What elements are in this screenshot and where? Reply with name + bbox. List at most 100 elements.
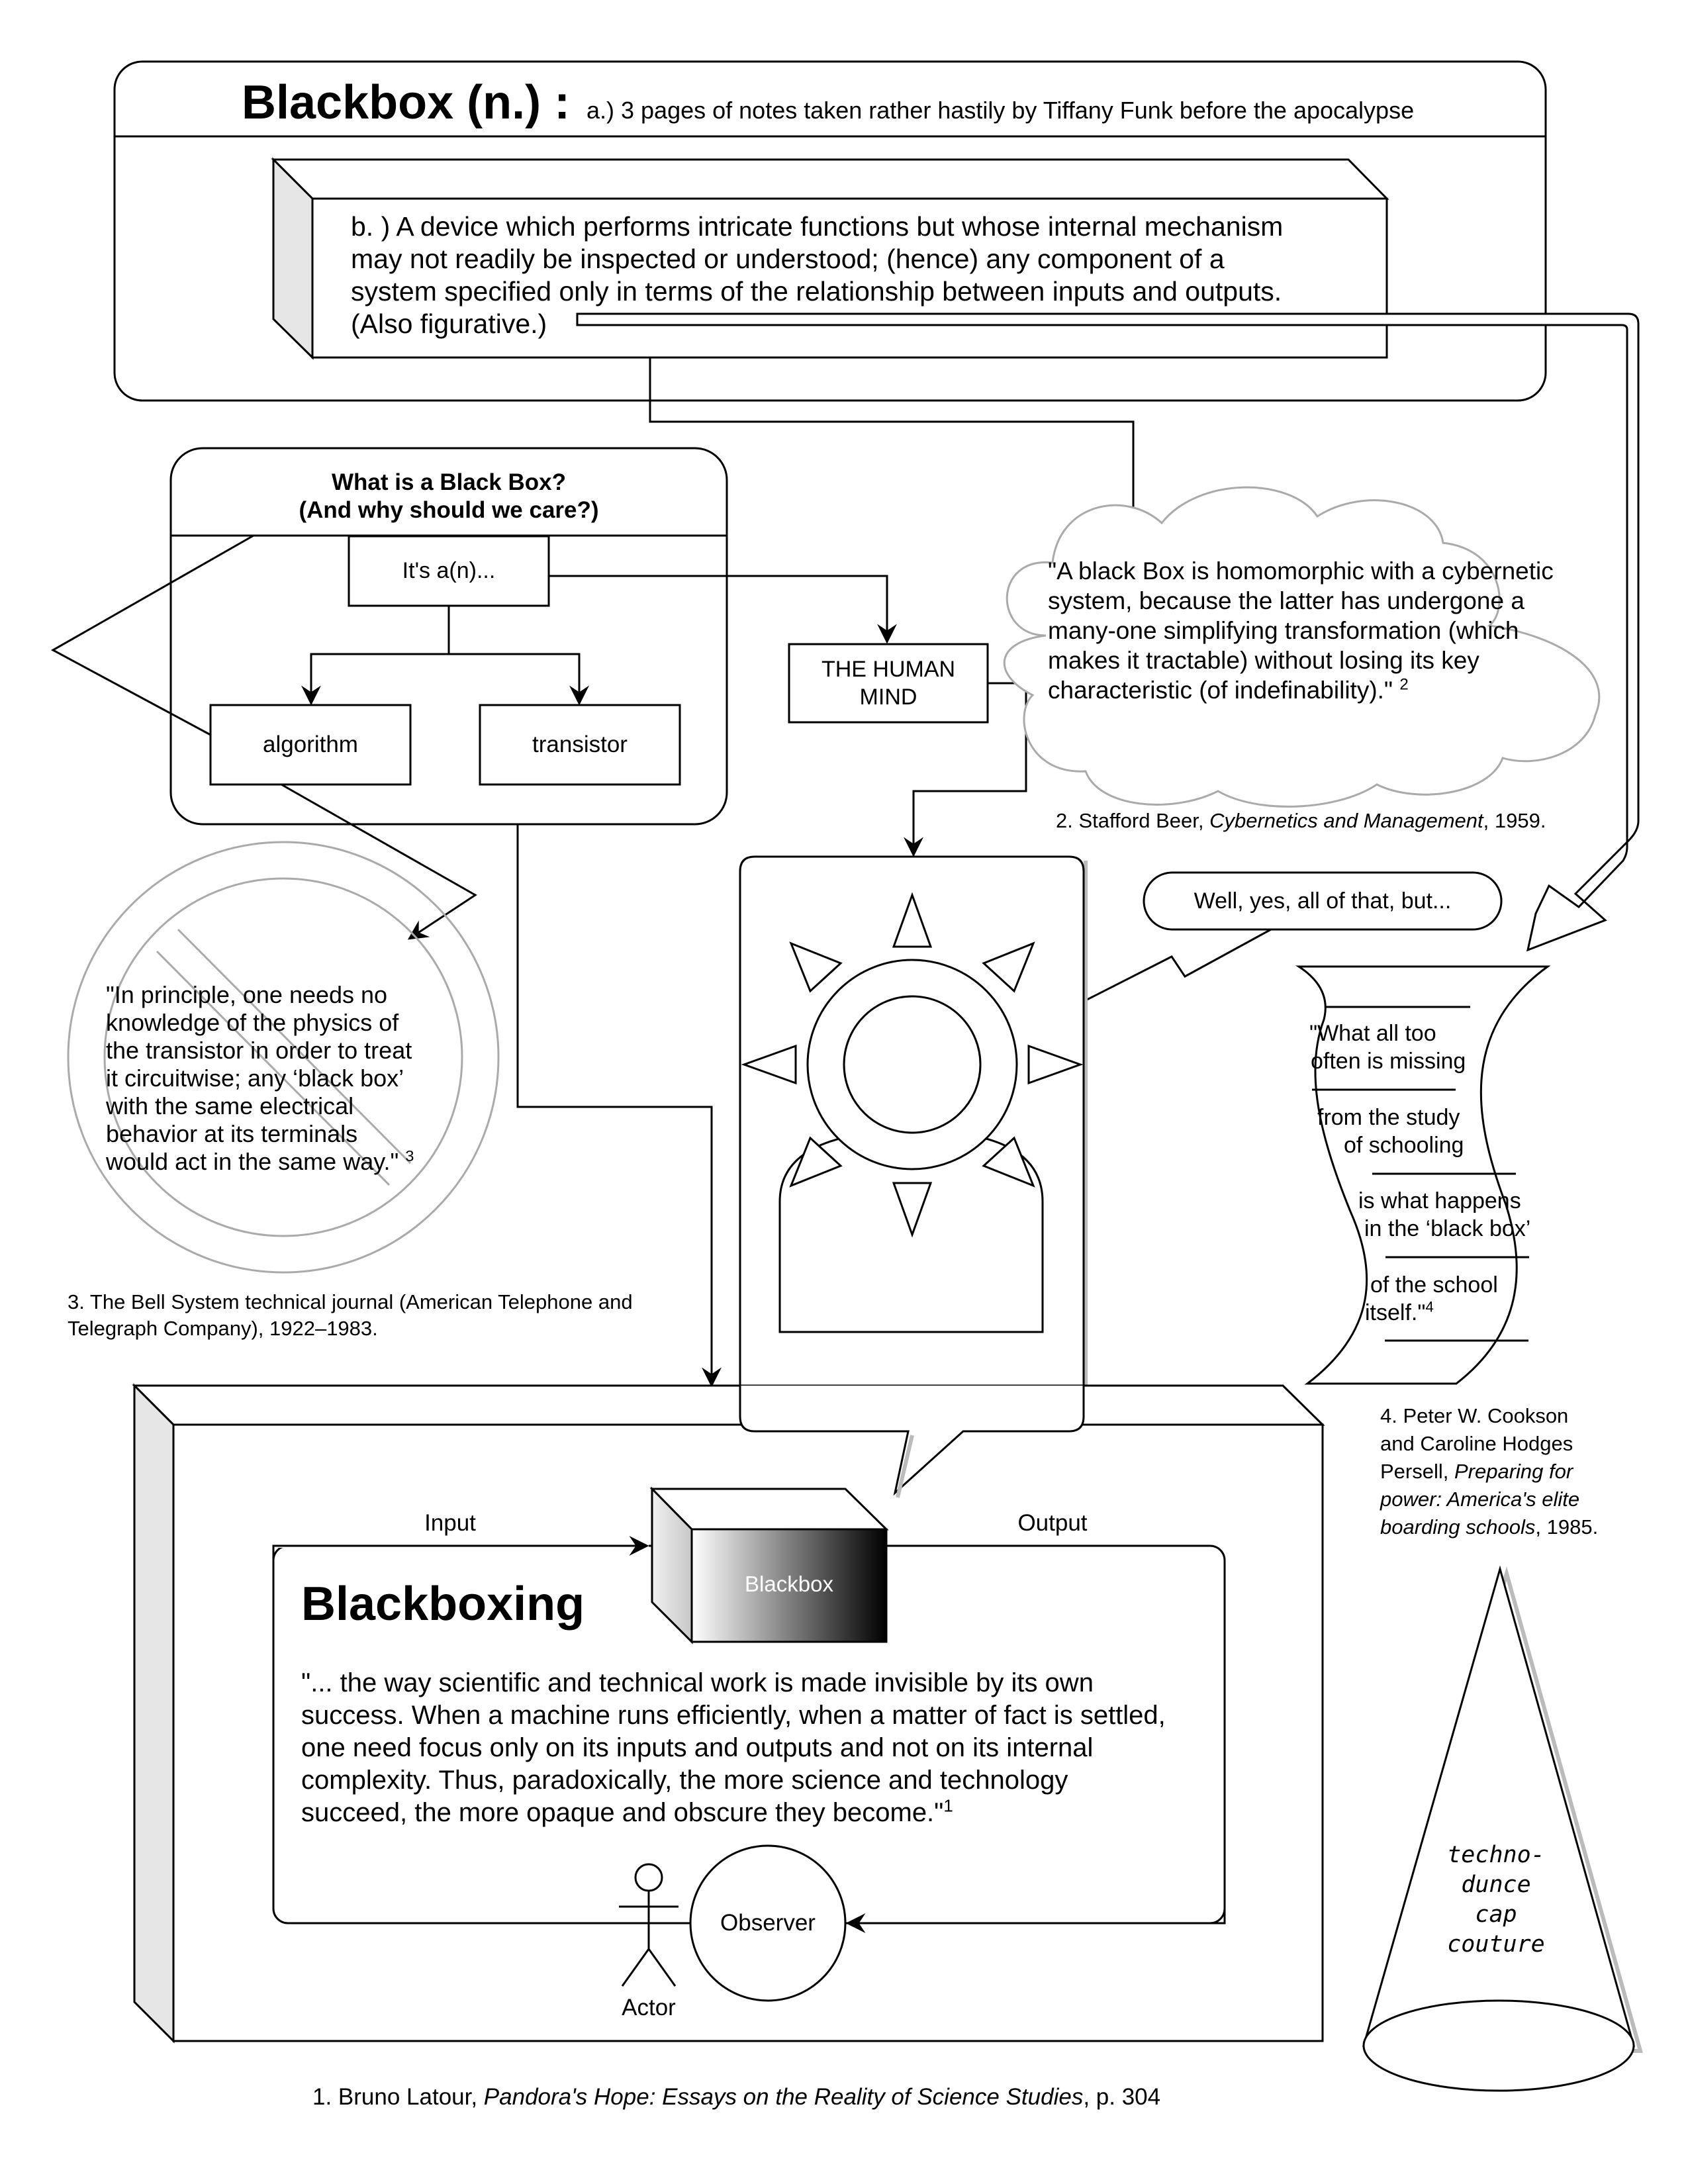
latour-citation: 1. Bruno Latour, Pandora's Hope: Essays … [312,2083,1160,2111]
school-citation: 4. Peter W. Cookson and Caroline Hodges … [1380,1402,1598,1541]
input-label: Input [424,1510,476,1536]
citation-text: 1. Bruno Latour, [312,2084,484,2110]
latour-quote-line: one need focus only on its inputs and ou… [301,1733,1094,1762]
school-quote-rules [1312,1006,1529,1342]
beer-quote-line: characteristic (of indefinability)." [1048,677,1393,704]
school-quote-line: of schooling [1344,1133,1464,1158]
node-its-a-label: It's a(n)... [402,558,496,583]
bell-quote-line: with the same electrical [106,1092,354,1119]
node-human-mind-label: THE HUMAN MIND [789,655,988,711]
speech-bubble [1143,871,1503,931]
citation-line: Telegraph Company), 1922–1983. [68,1317,378,1340]
latour-quote: "... the way scientific and technical wo… [301,1667,1166,1829]
thought-bubble-tail-shadow [896,1435,914,1498]
school-quote-line: in the ‘black box’ [1364,1216,1531,1241]
bell-quote-line: behavior at its terminals [106,1120,358,1147]
what-is-title: What is a Black Box? (And why should we … [171,469,727,524]
citation-text: , 1959. [1483,809,1546,832]
definition-box [271,157,1389,360]
node-human-mind [788,643,989,724]
bell-quote-line: "In principle, one needs no [106,981,388,1008]
speech-bubble-pointer [1013,928,1272,1038]
school-quote-tape [1295,965,1551,1385]
bell-quote-line: it circuitwise; any ‘black box’ [106,1065,404,1092]
node-its-a [348,535,550,607]
bell-quote-line: knowledge of the physics of [106,1009,399,1036]
human-mind-line: MIND [859,685,917,710]
connector-its-a-to-transistor [449,653,589,706]
school-quote-line: of the school [1370,1272,1498,1298]
school-quote-line: "What all too [1309,1021,1436,1046]
beer-quote-cloud [1003,486,1601,808]
observer-circle [689,1844,847,2002]
blackboxing-heading: Blackboxing [301,1578,585,1631]
footnote-ref: 3 [405,1147,414,1164]
blackbox-cube [649,1486,889,1644]
connector-its-a-to-human-mind [549,575,897,644]
school-quote-line: itself." [1365,1300,1426,1325]
citation-line: 4. Peter W. Cookson [1380,1404,1569,1427]
dunce-cap-line: dunce [1461,1872,1531,1898]
node-transistor [479,704,681,786]
bell-quote-line: the transistor in order to treat [106,1037,412,1064]
latour-quote-line: succeed, the more opaque and obscure the… [301,1798,944,1827]
what-is-title-line: (And why should we care?) [299,497,599,523]
definition-text: b. ) A device which performs intricate f… [351,211,1283,340]
citation-text: Persell, [1380,1460,1454,1483]
connector-header-to-beer-quote [649,357,1143,532]
footnote-ref: 4 [1425,1298,1434,1315]
speech-bubble-text: Well, yes, all of that, but... [1194,888,1452,914]
node-algorithm-label: algorithm [263,732,358,757]
latour-quote-line: success. When a machine runs efficiently… [301,1701,1166,1730]
dunce-cap-line: techno- [1447,1842,1545,1868]
header-container [113,60,1547,402]
prohibition-sign-icon [67,841,500,1274]
citation-text: , 1985. [1535,1515,1599,1539]
connector-mind-to-head [904,682,1027,857]
school-quote-line: often is missing [1311,1049,1466,1074]
output-label: Output [1017,1510,1088,1536]
connector-transistor-to-blackboxing [516,824,722,1388]
definition-line: may not readily be inspected or understo… [351,244,1225,274]
bell-quote-line: would act in the same way." [106,1148,399,1175]
head-sun-icon [741,892,1084,1333]
blackbox-label: Blackbox [745,1572,833,1596]
footnote-ref: 2 [1399,675,1409,694]
observer-return-arrow [845,1907,1226,1933]
citation-line: 3. The Bell System technical journal (Am… [68,1290,633,1313]
connector-algorithm-to-bell-quote [281,783,477,940]
node-algorithm [209,704,412,786]
definition-line: b. ) A device which performs intricate f… [351,211,1284,242]
beer-quote-line: "A black Box is homomorphic with a cyber… [1048,557,1554,585]
bell-citation: 3. The Bell System technical journal (Am… [68,1289,633,1342]
citation-title: Preparing for [1454,1460,1573,1483]
observer-label: Observer [720,1910,816,1936]
page-subtitle: a.) 3 pages of notes taken rather hastil… [586,97,1415,124]
citation-title: Cybernetics and Management [1209,809,1483,832]
what-is-title-line: What is a Black Box? [332,469,566,495]
beer-citation: 2. Stafford Beer, Cybernetics and Manage… [1056,808,1546,833]
connector-its-a-to-algorithm [301,606,450,706]
definition-line: (Also figurative.) [351,309,547,339]
node-transistor-label: transistor [532,732,628,757]
stick-figure-icon [619,1863,679,1987]
citation-text: 2. Stafford Beer, [1056,809,1210,832]
citation-title: power: America's elite [1380,1488,1580,1511]
beer-quote-line: system, because the latter has undergone… [1048,587,1524,614]
hollow-arrow-definition-to-school [576,312,1640,952]
latour-quote-line: "... the way scientific and technical wo… [301,1668,1094,1697]
dunce-cap-text: techno- dunce cap couture [1417,1840,1575,1960]
citation-title: boarding schools [1380,1515,1536,1539]
latour-quote-line: complexity. Thus, paradoxically, the mor… [301,1766,1068,1795]
citation-text: , p. 304 [1083,2084,1161,2110]
school-quote-last: itself."4 [1365,1299,1434,1327]
input-arrow-line [272,1536,649,1562]
dunce-cap-icon [1362,1565,1643,2092]
dunce-cap-line: couture [1447,1931,1545,1958]
page-title: Blackbox (n.) : [242,76,571,129]
citation-line: and Caroline Hodges [1380,1432,1573,1455]
human-mind-line: THE HUMAN [821,657,956,682]
actor-label: Actor [622,1995,676,2020]
beer-quote-text: "A black Box is homomorphic with a cyber… [1048,556,1554,705]
